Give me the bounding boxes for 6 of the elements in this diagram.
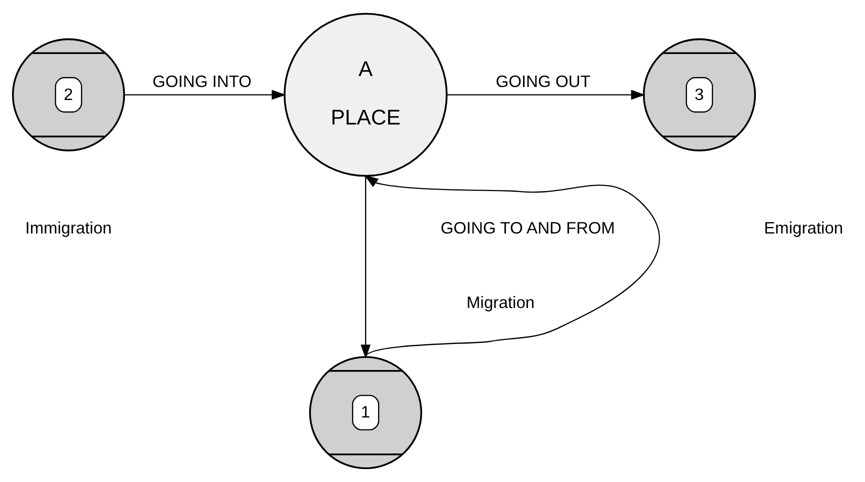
edge-label: GOING INTO [152, 72, 252, 91]
label: Migration [466, 293, 535, 312]
label: GOING TO AND FROM [440, 218, 615, 238]
label: Emigration [764, 218, 844, 238]
edge-label: GOING OUT [496, 72, 590, 91]
label: Immigration [25, 218, 112, 238]
